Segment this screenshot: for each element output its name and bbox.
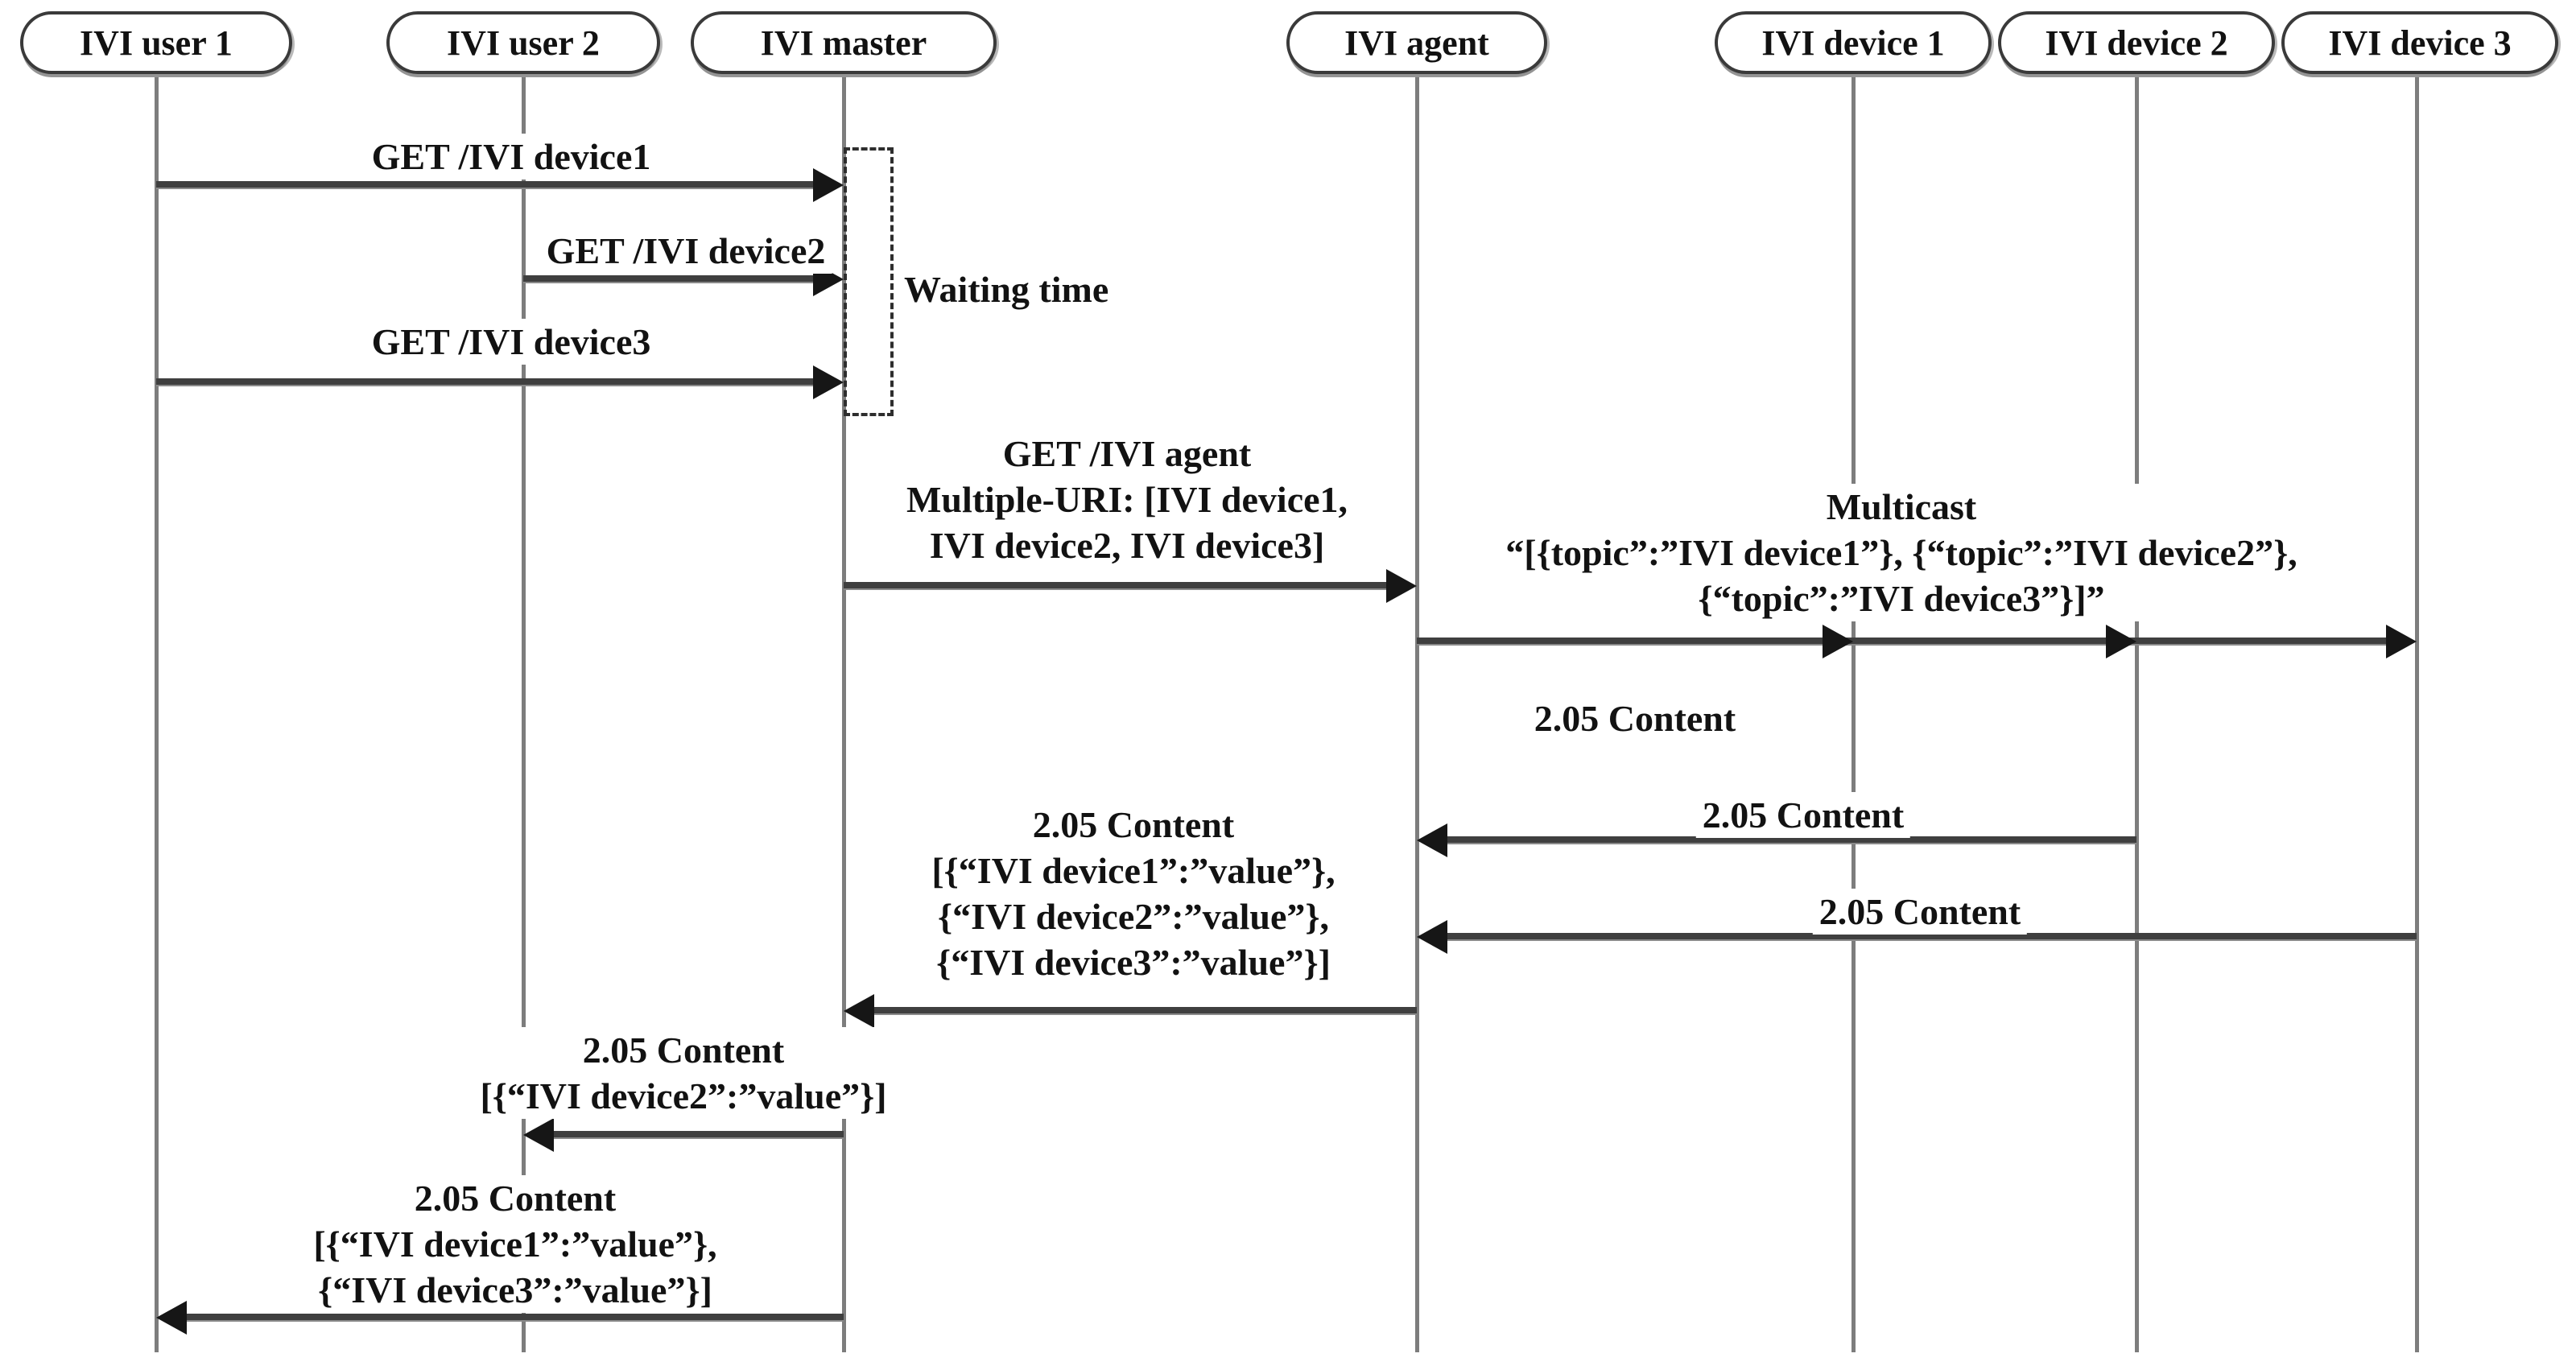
message-label-line: {“IVI device3”:”value”}] xyxy=(936,942,1331,983)
message-label-line: 2.05 Content xyxy=(414,1178,617,1219)
waiting-time-box xyxy=(844,147,894,416)
message-label-line: [{“IVI device1”:”value”}, xyxy=(313,1224,717,1265)
message-line-content-master-to-user2 xyxy=(546,1131,844,1139)
actor-box-ivi-user-1: IVI user 1 xyxy=(20,11,292,74)
waiting-time-label: Waiting time xyxy=(904,269,1109,310)
actor-label: IVI master xyxy=(760,23,927,63)
arrowhead-content-device2-to-agent xyxy=(1417,823,1447,857)
lifeline-ivi-device-3 xyxy=(2414,72,2419,1352)
message-label-line: 2.05 Content xyxy=(582,1030,785,1071)
message-label-multicast-topics: Multicast “[{topic”:”IVI device1”}, {“top… xyxy=(1499,484,2304,621)
actor-box-ivi-device-2: IVI device 2 xyxy=(1998,11,2275,74)
message-label-content-master-to-user2: 2.05 Content[{“IVI device2”:”value”}] xyxy=(473,1027,894,1119)
message-label-content-device1-to-agent: 2.05 Content xyxy=(1527,695,1743,741)
arrowhead-get-ivi-device1 xyxy=(813,168,844,202)
message-label-content-device2-to-agent: 2.05 Content xyxy=(1695,792,1911,838)
message-label-line: Multiple-URI: [IVI device1, xyxy=(906,479,1348,520)
arrowhead-content-master-to-user2 xyxy=(523,1118,554,1152)
message-line-multicast-topics xyxy=(1417,638,2394,646)
arrowhead-multicast-topics xyxy=(2106,625,2136,658)
lifeline-ivi-agent xyxy=(1414,72,1419,1352)
message-label-get-ivi-device2: GET /IVI device2 xyxy=(539,228,832,274)
message-label-content-device3-to-agent: 2.05 Content xyxy=(1812,889,2028,935)
message-label-line: GET /IVI agent xyxy=(1002,433,1252,474)
actor-label: IVI device 1 xyxy=(1761,23,1945,63)
message-label-line: [{“IVI device1”:”value”}, xyxy=(931,850,1335,891)
actor-box-ivi-device-3: IVI device 3 xyxy=(2281,11,2558,74)
message-label-line: 2.05 Content xyxy=(1702,794,1905,836)
message-label-line: 2.05 Content xyxy=(1032,804,1235,845)
message-line-content-master-to-user1 xyxy=(179,1314,844,1322)
message-line-get-ivi-device2 xyxy=(523,275,821,283)
message-label-line: {“IVI device2”:”value”}, xyxy=(938,896,1329,937)
message-line-get-ivi-device1 xyxy=(156,181,821,189)
message-line-content-device3-to-agent xyxy=(1439,933,2417,941)
arrowhead-content-master-to-user1 xyxy=(156,1301,187,1335)
lifeline-ivi-user-1 xyxy=(154,72,159,1352)
message-label-line: IVI device2, IVI device3] xyxy=(929,525,1325,566)
actor-box-ivi-agent: IVI agent xyxy=(1286,11,1547,74)
arrowhead-multicast-topics xyxy=(1823,625,1853,658)
arrowhead-content-device3-to-agent xyxy=(1417,920,1447,954)
message-label-content-master-to-user1: 2.05 Content [{“IVI device1”:”value”},{“I… xyxy=(307,1175,724,1313)
message-label-line: 2.05 Content xyxy=(1818,891,2021,932)
actor-box-ivi-master: IVI master xyxy=(691,11,997,74)
message-label-content-agent-to-master: 2.05 Content [{“IVI device1”:”value”}, {“I… xyxy=(925,802,1342,985)
message-label-line: Multicast xyxy=(1826,486,1977,527)
message-line-content-device2-to-agent xyxy=(1439,836,2136,844)
message-label-get-ivi-device3: GET /IVI device3 xyxy=(365,319,658,365)
message-label-line: {“topic”:”IVI device3”}]” xyxy=(1698,578,2105,619)
actor-label: IVI agent xyxy=(1344,23,1489,63)
message-label-line: GET /IVI device1 xyxy=(371,136,651,177)
message-label-line: “[{topic”:”IVI device1”}, {“topic”:”IVI … xyxy=(1505,532,2297,573)
message-label-line: GET /IVI device3 xyxy=(371,321,651,362)
arrowhead-multicast-topics xyxy=(2386,625,2417,658)
message-label-line: GET /IVI device2 xyxy=(546,230,826,271)
arrowhead-get-ivi-agent-multiple-uri xyxy=(1386,569,1417,603)
actor-box-ivi-user-2: IVI user 2 xyxy=(386,11,660,74)
message-label-line: {“IVI device3”:”value”}] xyxy=(318,1269,712,1310)
lifeline-ivi-user-2 xyxy=(521,72,526,1352)
arrowhead-content-agent-to-master xyxy=(844,994,874,1028)
arrowhead-get-ivi-device3 xyxy=(813,365,844,399)
message-line-content-agent-to-master xyxy=(866,1007,1417,1015)
actor-label: IVI device 2 xyxy=(2045,23,2228,63)
actor-label: IVI user 2 xyxy=(447,23,600,63)
message-label-get-ivi-device1: GET /IVI device1 xyxy=(365,134,658,180)
message-label-line: [{“IVI device2”:”value”}] xyxy=(480,1075,887,1116)
message-line-get-ivi-agent-multiple-uri xyxy=(844,582,1394,590)
actor-label: IVI user 1 xyxy=(80,23,233,63)
lifeline-ivi-master xyxy=(841,72,846,1352)
actor-box-ivi-device-1: IVI device 1 xyxy=(1715,11,1992,74)
actor-label: IVI device 3 xyxy=(2328,23,2512,63)
message-line-get-ivi-device3 xyxy=(156,378,821,386)
lifeline-ivi-device-1 xyxy=(1851,72,1856,1352)
message-label-line: 2.05 Content xyxy=(1534,698,1736,739)
lifeline-ivi-device-2 xyxy=(2134,72,2139,1352)
